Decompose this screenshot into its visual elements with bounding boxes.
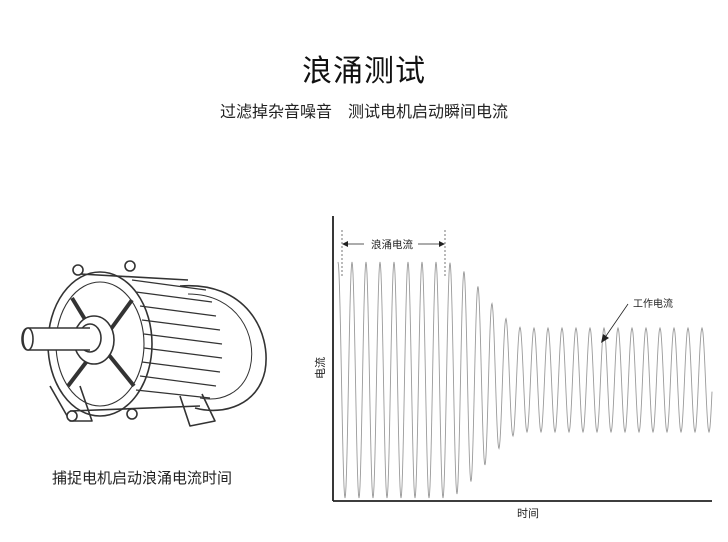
working-current-label: 工作电流: [633, 297, 673, 310]
subtitle-startup-current: 测试电机启动瞬间电流: [348, 102, 509, 121]
working-current-pointer: [605, 303, 629, 337]
inrush-arrow-left: [342, 241, 348, 247]
page-subtitle: 过滤掉杂音噪音测试电机启动瞬间电流: [0, 98, 728, 122]
current-waveform: [337, 261, 713, 499]
inrush-current-diagram: 浪涌电流 工作电流 电流 时间: [313, 216, 713, 520]
subtitle-filter-noise: 过滤掉杂音噪音: [219, 102, 332, 121]
inrush-current-label: 浪涌电流: [371, 238, 413, 251]
motor-caption: 捕捉电机启动浪涌电流时间: [52, 469, 233, 487]
x-axis-label: 时间: [517, 507, 539, 520]
y-axis-label: 电流: [313, 357, 327, 379]
inrush-arrow-right: [439, 241, 445, 247]
page-title: 浪涌测试: [302, 54, 426, 89]
electric-motor-icon: [21, 260, 267, 427]
working-current-arrowhead: [601, 334, 609, 343]
current-wave-path: [337, 261, 713, 499]
